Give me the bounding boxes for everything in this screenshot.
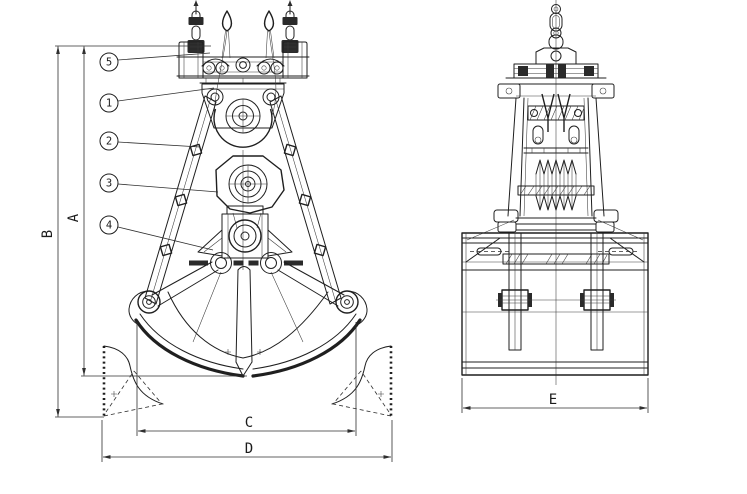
dim-label-D: D <box>245 441 253 457</box>
callout-5: 5 <box>99 52 211 72</box>
dimension-E: E <box>461 378 649 413</box>
shell-closed <box>128 261 368 378</box>
callout-5-number: 5 <box>106 57 112 69</box>
side-tower <box>493 93 619 233</box>
side-head-block <box>497 47 615 99</box>
arm-left <box>144 95 217 305</box>
dim-label-C: C <box>245 415 253 431</box>
crosshead-beam <box>176 41 310 84</box>
callout-4: 4 <box>99 215 214 251</box>
shell-open-phantom-left <box>102 345 164 417</box>
callouts: 5 1 2 3 4 <box>99 52 219 251</box>
callout-2-number: 2 <box>106 136 112 148</box>
middle-sheave-block <box>215 150 285 270</box>
lower-block <box>189 205 303 274</box>
front-view <box>102 0 393 417</box>
dimension-C: C <box>136 322 357 436</box>
dim-label-B: B <box>40 230 56 238</box>
side-view: E <box>461 0 649 413</box>
callout-1: 1 <box>99 87 215 113</box>
callout-3: 3 <box>99 173 219 193</box>
side-bucket <box>461 219 649 376</box>
upper-sheave-block <box>201 30 285 148</box>
callout-3-number: 3 <box>106 178 112 190</box>
dim-label-E: E <box>549 392 557 408</box>
chain-right-icon <box>281 0 299 53</box>
callout-2: 2 <box>99 131 201 151</box>
dimension-D: D <box>101 420 393 462</box>
chain-left-icon <box>187 0 205 53</box>
dim-label-A: A <box>66 213 82 222</box>
dimension-A: A <box>66 46 247 377</box>
arm-right <box>269 95 342 305</box>
side-chain-icon <box>548 4 564 50</box>
callout-1-number: 1 <box>106 98 112 110</box>
dimension-B: B <box>40 45 211 418</box>
callout-4-number: 4 <box>106 220 112 232</box>
arm-pivot-right <box>335 290 359 314</box>
shell-open-phantom-right <box>331 345 393 417</box>
